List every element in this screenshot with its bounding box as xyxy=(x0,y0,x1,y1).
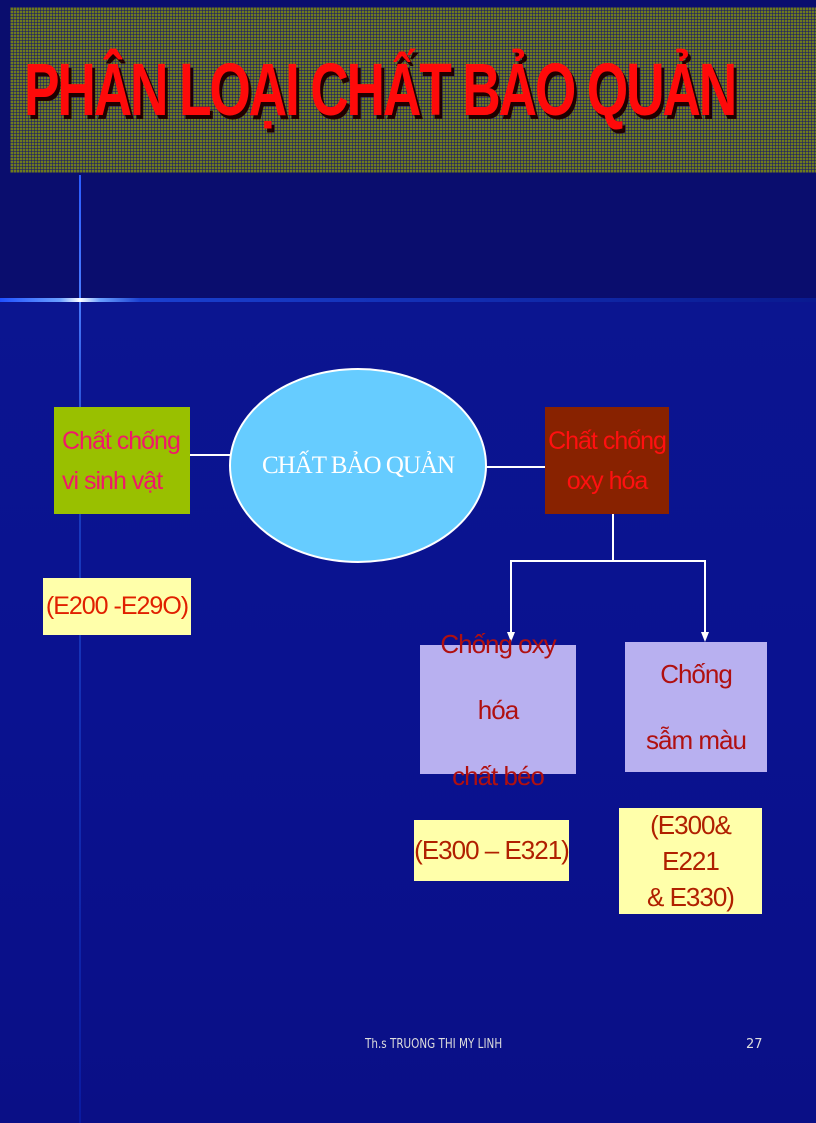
fat-antioxidant-range-text: (E300 – E321) xyxy=(414,835,570,865)
footer-author: Th.s TRUONG THI MY LINH xyxy=(365,1037,503,1052)
connector-right xyxy=(486,466,546,468)
fat-antioxidant-line2: chất béo xyxy=(452,760,545,791)
connector-branch xyxy=(510,560,706,562)
anti-browning-range-line1: (E300& E221 xyxy=(650,810,732,876)
antioxidant-node: Chất chống oxy hóa xyxy=(545,407,669,514)
center-node: CHẤT BẢO QUẢN xyxy=(229,368,487,563)
antioxidant-line2: oxy hóa xyxy=(566,466,649,495)
anti-browning-node: Chống sẫm màu xyxy=(625,642,767,772)
anti-browning-line1: Chống xyxy=(660,659,733,689)
antimicrobial-line1: Chất chống xyxy=(62,426,181,455)
decorative-vertical-line xyxy=(79,175,81,1123)
connector-branch-left xyxy=(510,560,512,634)
anti-browning-line2: sẫm màu xyxy=(646,725,747,755)
decorative-horizontal-glow xyxy=(0,298,816,302)
arrow-down-icon xyxy=(507,632,515,642)
fat-antioxidant-node: Chống oxy hóa chất béo xyxy=(420,629,576,791)
connector-down xyxy=(612,513,614,561)
connector-branch-right xyxy=(704,560,706,634)
fat-antioxidant-range: (E300 – E321) xyxy=(414,820,570,881)
slide-number: 27 xyxy=(746,1037,763,1052)
antioxidant-line1: Chất chống xyxy=(548,426,667,455)
anti-browning-range: (E300& E221 & E330) xyxy=(619,808,762,914)
connector-left xyxy=(190,454,230,456)
antimicrobial-range-text: (E200 -E29O) xyxy=(45,592,189,620)
antimicrobial-node: Chất chống vi sinh vật xyxy=(54,407,190,514)
anti-browning-range-line2: & E330) xyxy=(647,882,735,912)
center-label: CHẤT BẢO QUẢN xyxy=(261,451,455,479)
arrow-down-icon xyxy=(701,632,709,642)
title-band xyxy=(10,7,816,173)
antimicrobial-range: (E200 -E29O) xyxy=(43,578,191,635)
fat-antioxidant-line1: Chống oxy hóa xyxy=(440,628,556,725)
slide-title: PHÂN LOẠI CHẤT BẢO QUẢN xyxy=(24,48,737,131)
antimicrobial-line2: vi sinh vật xyxy=(62,466,163,495)
